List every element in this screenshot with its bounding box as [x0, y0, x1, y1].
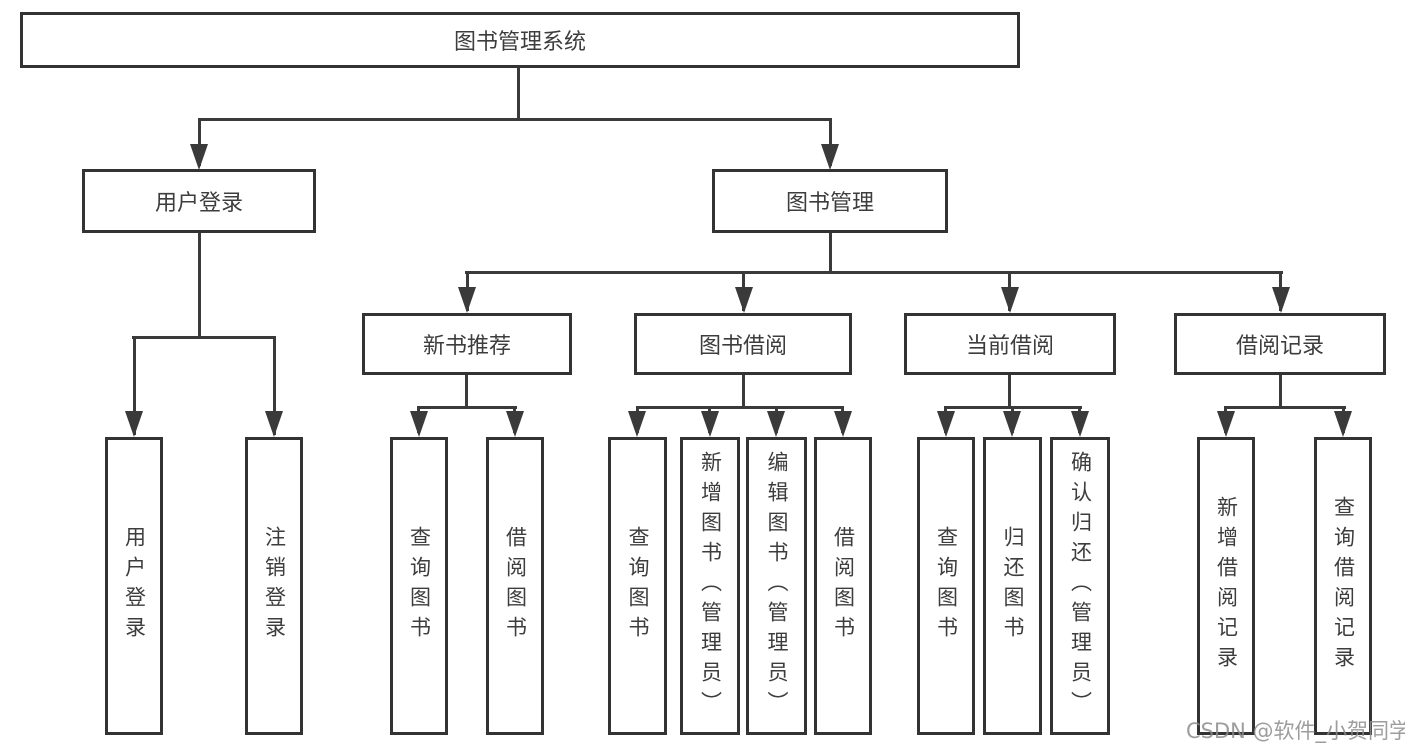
node-label: 编辑图书（管理员） [765, 451, 789, 721]
leaf-query-books-2: 查询图书 [608, 437, 667, 735]
arrowhead-down-icon [937, 411, 955, 437]
node-label: 用户登录 [122, 526, 147, 646]
arrowhead-down-icon [125, 411, 143, 437]
connector-line [742, 375, 745, 406]
connector-line [417, 406, 517, 409]
node-library-management-system: 图书管理系统 [20, 12, 1020, 68]
leaf-borrow-books-1: 借阅图书 [486, 437, 544, 735]
leaf-user-login: 用户登录 [105, 437, 163, 735]
arrowhead-down-icon [1272, 287, 1290, 313]
arrowhead-down-icon [767, 411, 785, 437]
arrowhead-down-icon [410, 411, 428, 437]
leaf-query-borrow-record: 查询借阅记录 [1314, 437, 1372, 735]
connector-line [636, 406, 844, 409]
arrowhead-down-icon [1001, 287, 1019, 313]
arrowhead-down-icon [1003, 411, 1021, 437]
connector-line [1224, 406, 1346, 409]
connector-line [829, 233, 832, 271]
node-label: 查询图书 [626, 526, 650, 646]
node-label: 图书管理系统 [453, 30, 586, 55]
arrowhead-down-icon [265, 411, 283, 437]
arrowhead-down-icon [1334, 411, 1352, 437]
arrowhead-down-icon [735, 287, 753, 313]
node-label: 借阅记录 [1235, 334, 1324, 359]
watermark-csdn: CSDN @软件_小贺同学 [1186, 719, 1405, 743]
arrowhead-down-icon [834, 411, 852, 437]
arrowhead-down-icon [190, 144, 208, 170]
connector-line [198, 118, 201, 166]
arrowhead-down-icon [506, 411, 524, 437]
node-label: 新书推荐 [422, 334, 511, 359]
leaf-add-books-admin: 新增图书（管理员） [680, 437, 740, 735]
node-new-book-recommend: 新书推荐 [362, 313, 572, 375]
connector-line [829, 118, 832, 166]
connector-line [133, 336, 136, 435]
leaf-add-borrow-record: 新增借阅记录 [1197, 437, 1255, 735]
node-label: 查询借阅记录 [1331, 496, 1356, 676]
node-label: 图书借阅 [698, 334, 787, 359]
node-book-borrow: 图书借阅 [634, 313, 852, 375]
node-label: 归还图书 [1001, 526, 1025, 646]
node-label: 注销登录 [262, 526, 287, 646]
node-current-borrow: 当前借阅 [904, 313, 1116, 375]
connector-line [1279, 375, 1282, 406]
connector-line [465, 375, 468, 406]
node-label: 新增图书（管理员） [698, 451, 723, 721]
connector-line [198, 233, 201, 336]
arrowhead-down-icon [1071, 411, 1089, 437]
connector-line [198, 118, 832, 121]
leaf-return-books: 归还图书 [983, 437, 1042, 735]
arrowhead-down-icon [458, 287, 476, 313]
leaf-logout: 注销登录 [245, 437, 303, 735]
connector-line [517, 68, 520, 118]
node-book-management: 图书管理 [712, 169, 948, 233]
arrowhead-down-icon [628, 411, 646, 437]
node-user-login: 用户登录 [82, 169, 316, 233]
node-label: 查询图书 [934, 526, 959, 646]
node-borrow-records: 借阅记录 [1174, 313, 1386, 375]
node-label: 用户登录 [154, 191, 243, 216]
node-label: 借阅图书 [503, 526, 528, 646]
leaf-confirm-return-admin: 确认归还（管理员） [1050, 437, 1110, 735]
node-label: 图书管理 [785, 191, 874, 216]
node-label: 确认归还（管理员） [1068, 451, 1093, 721]
node-label: 当前借阅 [965, 334, 1054, 359]
connector-line [132, 336, 276, 339]
node-label: 借阅图书 [831, 526, 856, 646]
leaf-borrow-books-2: 借阅图书 [814, 437, 872, 735]
arrowhead-down-icon [701, 411, 719, 437]
leaf-query-books-1: 查询图书 [390, 437, 448, 735]
leaf-query-books-3: 查询图书 [917, 437, 975, 735]
node-label: 新增借阅记录 [1214, 496, 1239, 676]
node-label: 查询图书 [407, 526, 432, 646]
leaf-edit-books-admin: 编辑图书（管理员） [746, 437, 807, 735]
arrowhead-down-icon [1217, 411, 1235, 437]
arrowhead-down-icon [821, 144, 839, 170]
connector-line [1008, 375, 1011, 406]
connector-line [273, 336, 276, 435]
connector-line [465, 271, 1283, 274]
